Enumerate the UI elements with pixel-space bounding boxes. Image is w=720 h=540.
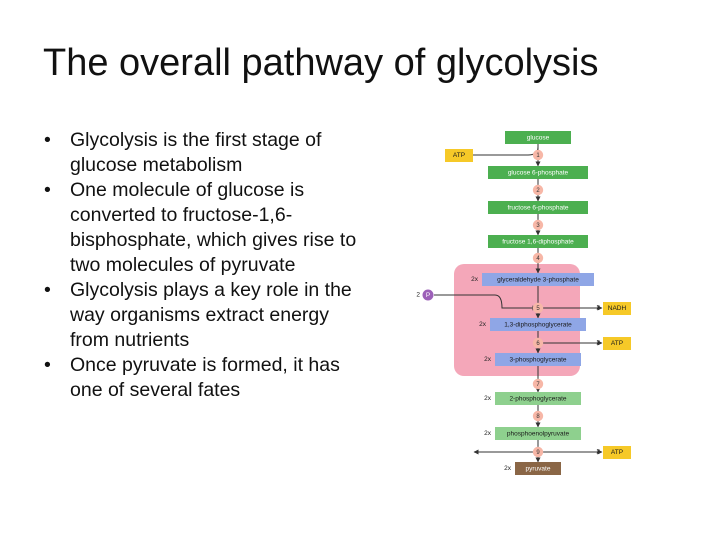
compound-label: glucose 6-phosphate: [508, 170, 569, 177]
compound-multiplier: 2x: [484, 430, 492, 437]
compound-multiplier: 2x: [479, 321, 487, 328]
step-number: 6: [536, 341, 540, 347]
side-label: NADH: [608, 305, 627, 312]
step-number-circle: [532, 184, 544, 196]
compound-box: [488, 166, 588, 179]
step-number: 5: [536, 306, 540, 312]
glycolysis-pathway-diagram: glucose glucose 6-phosphate fructose 6-pho…: [416, 131, 631, 475]
bullet-item: Glycolysis is the first stage of glucose…: [44, 128, 364, 178]
compound-box: [490, 318, 586, 331]
compound-label: glyceraldehyde 3-phosphate: [497, 277, 579, 284]
compound-box: [495, 392, 581, 405]
compound-box: [495, 427, 581, 440]
step-number-circle: [532, 219, 544, 231]
side-label: ATP: [611, 340, 623, 347]
compound-multiplier: 2x: [484, 395, 492, 402]
compound-label: fructose 6-phosphate: [507, 205, 568, 212]
compound-label: fructose 1,6-diphosphate: [502, 239, 574, 246]
step-number-circle: [532, 378, 544, 390]
side-label: ATP: [611, 449, 623, 456]
side-label-box: [603, 337, 631, 350]
compound-multiplier: 2x: [471, 276, 479, 283]
compound-label: 3-phosphoglycerate: [509, 357, 566, 364]
side-arrow: [434, 294, 538, 311]
step-number-circle: [532, 252, 544, 264]
phosphate-circle: [422, 289, 434, 301]
side-label-box: [603, 446, 631, 459]
phosphate-multiplier: 2: [416, 292, 420, 299]
compound-multiplier: 2x: [504, 465, 512, 472]
slide-title: The overall pathway of glycolysis: [43, 42, 599, 84]
compound-multiplier: 2x: [484, 356, 492, 363]
step-number-circle: [532, 446, 544, 458]
step-number: 8: [536, 414, 540, 420]
compound-label: 2-phosphoglycerate: [509, 396, 566, 403]
side-label-multiplier: 2: [596, 305, 600, 312]
bullet-item: Once pyruvate is formed, it has one of s…: [44, 353, 364, 403]
step-number: 4: [536, 256, 540, 262]
side-arrow: [473, 146, 539, 156]
step-number: 7: [536, 382, 540, 388]
step-number-circle: [532, 337, 544, 349]
side-label: ATP: [453, 152, 465, 159]
compound-box: [488, 201, 588, 214]
compound-label: glucose: [527, 135, 550, 142]
bullet-item: Glycolysis plays a key role in the way o…: [44, 278, 364, 353]
step-number-circle: [532, 149, 544, 161]
step-number: 1: [536, 153, 540, 159]
side-label-multiplier: 2: [596, 340, 600, 347]
compound-box: [495, 353, 581, 366]
step-number-circle: [532, 410, 544, 422]
step-number: 3: [536, 223, 540, 229]
phosphate-label: P: [426, 292, 430, 299]
bullet-list: Glycolysis is the first stage of glucose…: [44, 128, 364, 403]
compound-label: pyruvate: [526, 466, 551, 473]
step-number: 2: [536, 188, 540, 194]
compound-box: [505, 131, 571, 144]
compound-box: [482, 273, 594, 286]
compound-box: [488, 235, 588, 248]
compound-label: phosphoenolpyruvate: [507, 431, 570, 438]
bullet-item: One molecule of glucose is converted to …: [44, 178, 364, 278]
side-label-box: [445, 149, 473, 162]
compound-label: 1,3-diphosphoglycerate: [504, 322, 572, 329]
side-label-box: [603, 302, 631, 315]
side-label-multiplier: 2: [596, 449, 600, 456]
step-number-circle: [532, 302, 544, 314]
compound-box: [515, 462, 561, 475]
step-number: 9: [536, 450, 540, 456]
